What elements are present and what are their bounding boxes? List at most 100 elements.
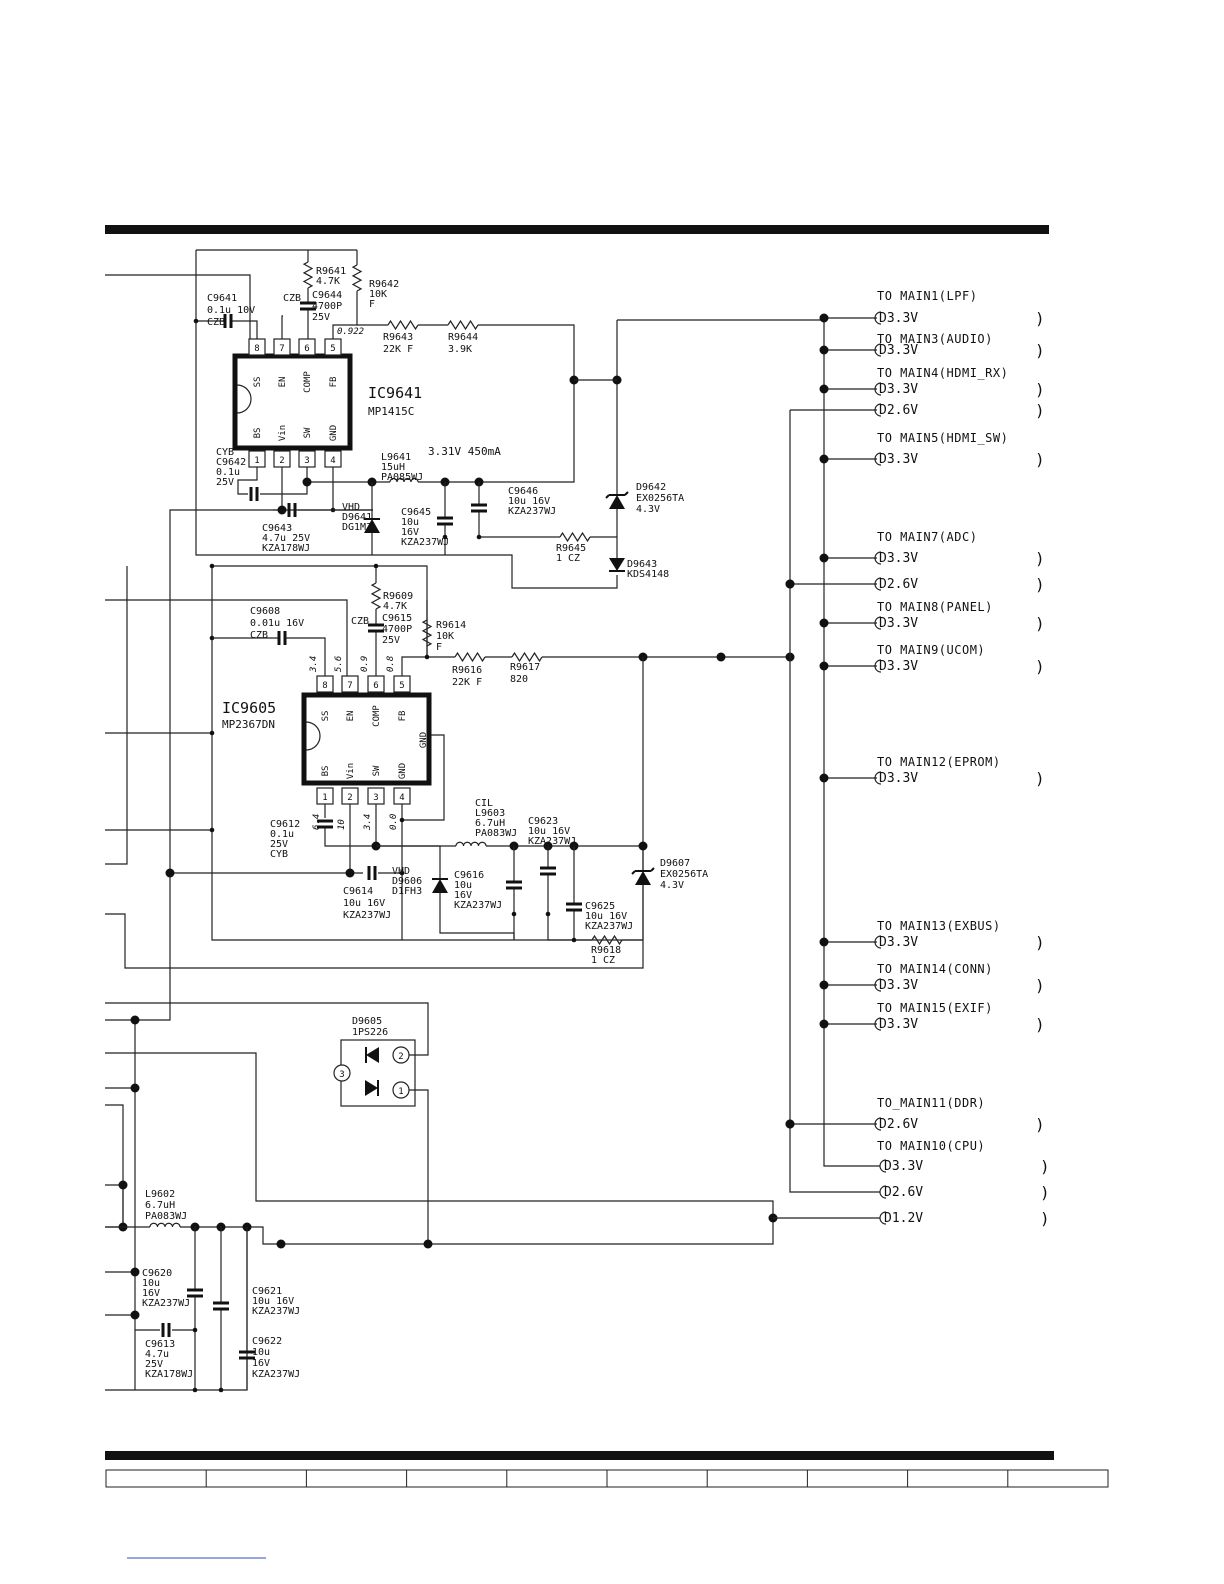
connector-rail-label: D3.3V [879,771,918,786]
c9620-label: 10u [142,1278,160,1289]
d9643-label: KDS4148 [627,569,669,580]
c9614-label: KZA237WJ [343,910,391,921]
junction-dot [192,1387,198,1393]
c9614-label: C9614 [343,886,373,897]
connector-pin-bracket [879,1185,887,1199]
diode-symbol [605,494,610,499]
connector-pin-bracket [874,577,882,591]
connector-pin-end: ) [1035,575,1045,594]
c9623-label: 10u 16V [528,826,570,837]
connector-title: TO MAIN10(CPU) [877,1139,985,1153]
c9616-label: 10u [454,880,472,891]
wire [547,874,592,941]
connector-pin-end: ) [1035,309,1045,328]
l9602-label: PA083WJ [145,1211,187,1222]
wire [260,467,308,495]
r9645-label: R9645 [556,543,586,554]
ic9605-pin-function: SW [372,765,382,776]
junction-dot [165,868,175,878]
resistor-symbol [302,261,314,289]
c9621-label: KZA237WJ [252,1306,300,1317]
top-border-bar [105,225,1049,234]
r9617-label: 820 [510,674,528,685]
d9642-label: D9642 [636,482,666,493]
junction-dot [130,1310,140,1320]
d9641-label: D9641 [342,512,372,523]
c9616-label: 16V [454,890,472,901]
ic-pin-number: 6 [373,681,378,691]
d9607-label: EX0256TA [660,869,708,880]
ic9605-pin-function: SS [321,711,331,722]
ic9641-fb-voltage: 0.922 [337,327,364,337]
ic-pin [248,450,266,468]
resistor-symbol [447,319,479,331]
junction-dot [819,618,829,628]
r9644-label: R9644 [448,332,478,343]
wire [286,637,326,676]
connector-pin-end: ) [1040,1209,1050,1228]
c9615-label: C9615 [382,613,412,624]
wiring [105,249,880,1393]
ic9605-body [301,692,432,786]
ic9605-pin-function: BS [321,766,331,777]
r9642-label: R9642 [369,279,399,290]
c9621-label: C9621 [252,1286,282,1297]
c9644-label: 25V [312,312,330,323]
ic9605-pin-voltage: 10 [337,819,347,830]
connector-rail-label: D3.3V [879,311,918,326]
ic-pin [248,338,266,356]
junction-dot [819,553,829,563]
c9608-label: 0.01u 16V [250,618,304,629]
c9623-label: KZA237WJ [528,836,576,847]
connector-title: TO MAIN15(EXIF) [877,1001,993,1015]
ic9605-pin-function: FB [398,711,408,722]
ic-pin-number: 3 [304,456,309,466]
wire [105,1104,124,1228]
ic9605-pin-voltage: 0.9 [360,656,370,672]
d9605-pin [392,1046,410,1064]
wire [231,320,258,340]
junction-dot [209,827,215,833]
c9613-label: KZA178WJ [145,1369,193,1380]
connector-pin-bracket [874,935,882,949]
connector-pin-bracket [874,978,882,992]
bottom-border-bar [105,1451,1054,1460]
l9641-label: L9641 [381,452,411,463]
c9612-label: CYB [270,849,288,860]
junction-dot [442,534,448,540]
diode-symbol [366,1047,379,1063]
junction-dot [373,563,379,569]
r9642-label: 10K [369,289,387,300]
ic-pin-number: 1 [254,456,259,466]
ic-pin-number: 8 [322,681,327,691]
junction-dot [716,652,726,662]
ic9605-pin-voltage: 5.6 [334,656,344,672]
d9605-label: 1PS226 [352,1027,388,1038]
wire [409,1089,429,1244]
ic-pin-number: 2 [279,456,284,466]
input-wire [105,274,251,340]
connector-title: TO MAIN14(CONN) [877,962,993,976]
c9612-label: C9612 [270,819,300,830]
connector-title: TO MAIN4(HDMI_RX) [877,366,1008,380]
ic-pin [316,675,334,693]
l9602-label: L9602 [145,1189,175,1200]
d9605-pin-number: 1 [398,1087,403,1097]
wire [332,291,358,340]
d9607-label: 4.3V [660,880,684,891]
r9641-label: R9641 [316,266,346,277]
c9625-label: 10u 16V [585,911,627,922]
c9616-label: KZA237WJ [454,900,502,911]
ic9605-pin-voltage: 3.4 [363,814,373,831]
diode-symbol [624,491,629,496]
connector-pin-bracket [874,382,882,396]
ic9605-notch [305,721,321,751]
junction-dot [130,1015,140,1025]
junction-dot [423,1239,433,1249]
junction-dot [424,654,430,660]
wire [105,1052,774,1218]
ic-pin-number: 4 [330,456,335,466]
connector-pin-end: ) [1040,1183,1050,1202]
c9645-label: KZA237WJ [401,537,449,548]
c9642-label: C9642 [216,457,246,468]
